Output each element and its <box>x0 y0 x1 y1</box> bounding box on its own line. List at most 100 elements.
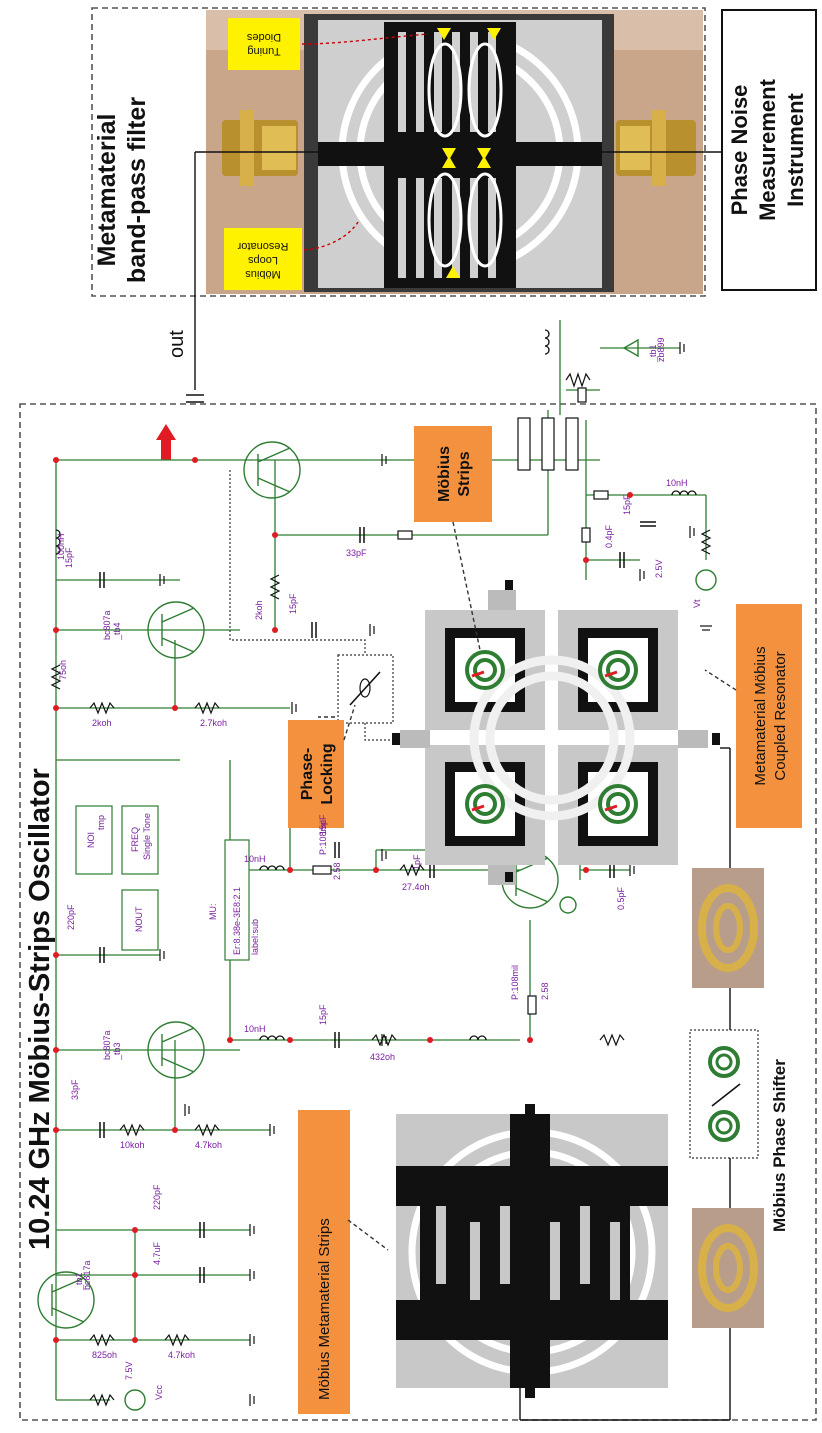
component-label-l2: 10nH <box>244 854 266 864</box>
capacitor-symbols <box>99 521 656 1283</box>
component-label-freq-1: Single Tone <box>142 813 152 860</box>
component-label-r2: 2koh <box>92 718 112 728</box>
component-label-c5: 15pF <box>318 814 328 835</box>
metamaterial-strips-callout <box>298 1110 350 1414</box>
component-label-sub-1: Er:8.38e-3E8:2.1 <box>232 887 242 955</box>
oscillator-box <box>19 403 817 1421</box>
mobius-loops-line3: Resonator <box>237 240 288 252</box>
component-label-l4: 10nH <box>666 478 688 488</box>
component-label-q3-1: bc817a <box>82 1260 92 1290</box>
phase-locking-callout <box>288 720 344 828</box>
tuning-diodes-line1: Tuning <box>247 45 280 57</box>
inductor-symbols <box>55 329 697 1041</box>
component-label-vt-1: 2.5V <box>654 559 664 578</box>
filter-label: Metamaterial band-pass filter <box>93 97 151 283</box>
instrument-label: Phase Noise Measurement Instrument <box>727 78 808 221</box>
component-label-r10: 4.7koh <box>168 1350 195 1360</box>
callout-arrows <box>318 521 737 1251</box>
component-label-vcc-0: Vcc <box>154 1384 164 1400</box>
component-label-r9: 825oh <box>92 1350 117 1360</box>
component-label-sub-0: MU: <box>208 904 218 921</box>
component-label-c3: 33pF <box>346 548 367 558</box>
component-label-r3: 2.7koh <box>200 718 227 728</box>
nout-block <box>121 889 159 951</box>
coupled-resonator <box>392 580 720 885</box>
varactor-diode <box>622 338 639 358</box>
component-label-c1: 15pF <box>64 547 74 568</box>
coupled-resonator-line1: Metamaterial Möbius <box>752 646 769 785</box>
output-arrow-icon <box>156 424 176 460</box>
transmission-lines <box>312 387 609 1015</box>
filter-label-line1: Metamaterial <box>93 114 121 267</box>
mobius-loop-rings <box>427 42 503 268</box>
junction-dots <box>53 457 633 1343</box>
metamaterial-strips-photo <box>396 1104 668 1398</box>
component-label-c8: 33pF <box>70 1079 80 1100</box>
component-label-vt-0: Vt <box>692 599 702 608</box>
tuning-diodes <box>437 28 501 278</box>
transistors <box>37 441 577 1329</box>
component-label-q2-0: _tb3 <box>112 1042 122 1061</box>
component-label-l1: 100nH <box>56 533 66 560</box>
mobius-loops-line2: Loops <box>248 254 278 266</box>
component-label-c6: 1pF <box>412 854 422 870</box>
filter-label-line2: band-pass filter <box>123 97 151 283</box>
component-label-r4: 2koh <box>254 600 264 620</box>
component-label-r6: 432oh <box>370 1052 395 1062</box>
component-label-noi-0: NOI <box>86 832 96 848</box>
phase-locking-line2: Locking <box>319 743 336 804</box>
component-label-c10: 4.7uF <box>152 1241 162 1265</box>
component-label-c2: 15pF <box>288 593 298 614</box>
mobius-strips-line2: Strips <box>456 451 473 496</box>
instrument-line3: Instrument <box>783 92 808 206</box>
noi-block <box>75 805 113 875</box>
component-label-freq-0: FREQ <box>130 827 140 852</box>
component-label-q3-0: _tb1 <box>74 1272 84 1291</box>
component-label-c4: 220pF <box>66 904 76 930</box>
component-label-d1-0: zb899 <box>656 337 666 362</box>
mobius-loops-callout <box>224 228 302 290</box>
component-label-l3: 10nH <box>244 1024 266 1034</box>
phase-locking-element <box>337 654 394 724</box>
substrate-block <box>224 839 250 961</box>
component-label-r1: 75oh <box>58 660 68 680</box>
mobius-phase-shifter <box>519 747 764 1421</box>
component-label-nout: NOUT <box>134 906 144 932</box>
component-label-c7: 15pF <box>318 1004 328 1025</box>
component-label-tl2-0: P:108mil <box>510 965 520 1000</box>
mobius-loops-line1: Möbius <box>245 268 281 280</box>
instrument-box <box>721 9 817 291</box>
component-label-d1-1: _tb1 <box>648 344 658 363</box>
component-label-c12: 15pF <box>622 494 632 515</box>
vt-source <box>695 569 717 591</box>
spiral-strips <box>465 650 638 824</box>
component-label-q2-1: bc807a <box>102 1030 112 1060</box>
component-label-c13: 0.5pF <box>616 886 626 910</box>
component-label-q1-1: bc807a <box>102 610 112 640</box>
mobius-strips-line1: Möbius <box>436 446 453 502</box>
component-label-sub-2: label:sub <box>250 919 260 955</box>
component-label-tl1-0: P:108mil <box>318 820 328 855</box>
tuning-diodes-callout <box>228 18 300 70</box>
phase-shifter-label: Möbius Phase Shifter <box>770 1059 789 1232</box>
instrument-line2: Measurement <box>755 78 780 221</box>
coupled-resonator-callout <box>736 604 802 828</box>
component-label-noi-1: tmp <box>96 815 106 830</box>
component-label-r8: 4.7koh <box>195 1140 222 1150</box>
mobius-strips-callout <box>414 426 492 522</box>
coupled-resonator-line2: Coupled Resonator <box>772 651 789 780</box>
component-label-c9: 220pF <box>152 1184 162 1210</box>
page-title: 10.24 GHz Möbius-Strips Oscillator <box>24 768 56 1250</box>
component-label-r7: 10koh <box>120 1140 145 1150</box>
phase-locking-line1: Phase- <box>299 748 316 800</box>
metamaterial-strips-label: Möbius Metamaterial Strips <box>316 1218 333 1400</box>
component-label-vcc-1: 7.5V <box>124 1361 134 1380</box>
tuning-diodes-line2: Diodes <box>246 31 281 43</box>
component-label-r5: 27.4oh <box>402 882 430 892</box>
component-label-tl1-1: 2.58 <box>332 862 342 880</box>
component-label-tl2-1: 2.58 <box>540 982 550 1000</box>
instrument-line1: Phase Noise <box>727 85 752 216</box>
